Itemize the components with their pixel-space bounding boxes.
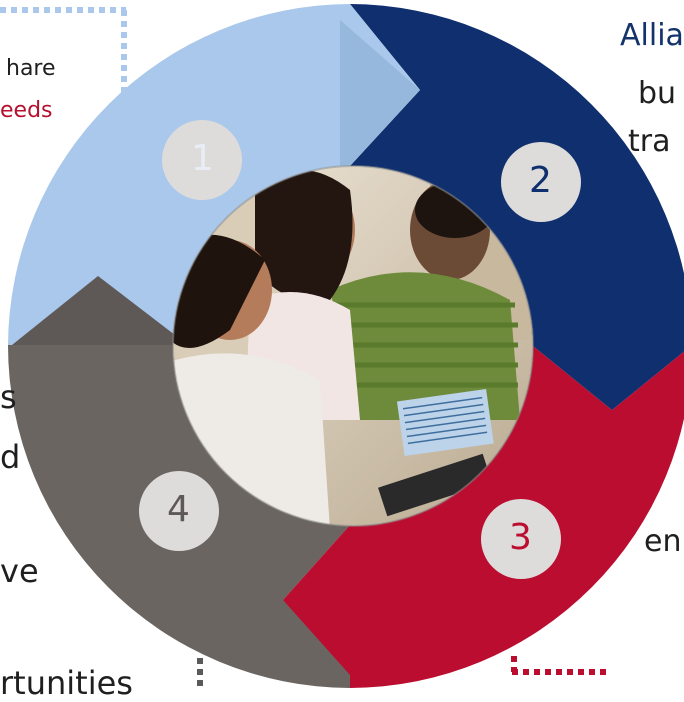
step-number-2: 2 bbox=[529, 160, 552, 201]
right-text-line-4: en bbox=[644, 524, 682, 559]
center-photo-ring bbox=[172, 165, 534, 527]
left-text-line-3: s bbox=[0, 378, 17, 416]
right-text-line-1: Allia bbox=[620, 18, 684, 53]
dotted-frame-red bbox=[511, 656, 610, 675]
step-number-4: 4 bbox=[167, 489, 190, 530]
dotted-frame-blue bbox=[0, 7, 127, 100]
segment-1-arrow-tip bbox=[340, 20, 420, 166]
bottom-left-text: rtunities bbox=[0, 664, 133, 702]
step-badge-4 bbox=[139, 471, 219, 551]
right-text-line-2: bu bbox=[638, 76, 677, 111]
left-text-line-5: ve bbox=[0, 552, 39, 590]
segment-4-arrow-head bbox=[12, 276, 188, 345]
step-number-1: 1 bbox=[191, 138, 214, 179]
step-badge-3 bbox=[481, 499, 561, 579]
left-text-line-4: d bbox=[0, 438, 21, 476]
left-text-line-2: eeds bbox=[0, 98, 53, 123]
left-text-line-1: hare bbox=[6, 56, 56, 81]
segment-3 bbox=[283, 346, 684, 688]
step-badge-2 bbox=[501, 142, 581, 222]
step-number-3: 3 bbox=[509, 517, 532, 558]
step-badge-1 bbox=[162, 120, 242, 200]
right-text-line-3: tra bbox=[628, 124, 671, 159]
